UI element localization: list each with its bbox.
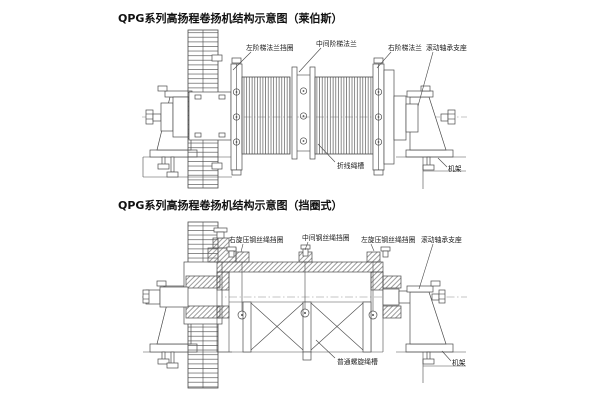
right-shaft-2 <box>382 275 446 319</box>
label-left-hand-rope-ring: 左旋压钢丝绳挡圈 <box>361 235 416 244</box>
diagram2-annotations: 右旋压钢丝绳挡圈 中间钢丝绳挡圈 左旋压钢丝绳挡圈 滚动轴承支座 普通螺旋绳槽 … <box>229 233 466 367</box>
rope-coil-left <box>241 76 291 155</box>
left-shaft <box>160 96 190 138</box>
middle-stepped-flange <box>291 66 316 160</box>
right-bearing-pedestal-2 <box>405 280 454 365</box>
gear-hub-hatch-top <box>185 275 221 289</box>
diagram1-lebus: QPG系列高扬程卷扬机结构示意图（莱伯斯） <box>118 11 467 189</box>
label-middle-rope-ring: 中间钢丝绳挡圈 <box>302 233 350 242</box>
label-rolling-bearing-support-1: 滚动轴承支座 <box>426 43 467 52</box>
diagram2-ring-type: QPG系列高扬程卷扬机结构示意图（挡圈式） <box>118 198 467 389</box>
diagram1-title: QPG系列高扬程卷扬机结构示意图（莱伯斯） <box>118 11 342 25</box>
label-frame-2: 机架 <box>452 358 466 367</box>
label-frame-1: 机架 <box>448 164 462 173</box>
rope-retaining-rings <box>226 244 391 263</box>
left-shaft-screw <box>145 109 162 125</box>
right-stepped-flange <box>372 57 395 176</box>
gear-wheel <box>187 29 232 189</box>
right-frame <box>396 156 466 189</box>
label-polyline-rope-groove: 折线绳槽 <box>337 161 364 170</box>
left-hand-ring <box>366 251 381 263</box>
diagram2-title: QPG系列高扬程卷扬机结构示意图（挡圈式） <box>118 198 342 212</box>
label-middle-stepped-flange: 中间阶梯法兰 <box>316 39 357 48</box>
right-frame-2 <box>396 351 466 383</box>
diagram1-annotations: 左阶梯法兰挡圈 中间阶梯法兰 右阶梯法兰 滚动轴承支座 折线绳槽 机架 <box>232 39 467 173</box>
gear-hub-plate <box>188 91 232 141</box>
right-bearing-pedestal <box>405 85 454 171</box>
label-rolling-bearing-support-2: 滚动轴承支座 <box>421 235 462 244</box>
gear-hub-hatch-bottom <box>185 305 221 319</box>
label-right-stepped-flange: 右阶梯法兰 <box>388 43 422 52</box>
drum-web-plates <box>237 262 378 361</box>
right-shaft <box>393 95 456 141</box>
rope-coil-right <box>314 76 374 155</box>
label-left-stepped-flange-ring: 左阶梯法兰挡圈 <box>246 43 294 52</box>
label-right-hand-rope-ring: 右旋压钢丝绳挡圈 <box>229 235 284 244</box>
right-hand-ring <box>235 251 250 263</box>
left-stepped-flange <box>230 57 243 176</box>
left-shaft-2 <box>142 286 189 308</box>
label-spiral-rope-groove: 普通螺旋绳槽 <box>337 357 378 366</box>
